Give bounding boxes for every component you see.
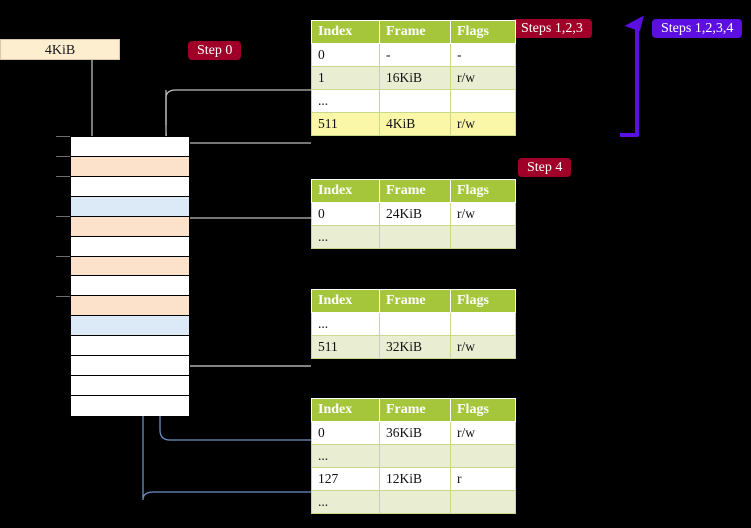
physical-memory-column (70, 136, 190, 416)
source-frame-label: 4KiB (44, 43, 76, 58)
column-header-flags: Flags (450, 179, 516, 203)
table-cell: - (450, 43, 516, 67)
table-cell (379, 225, 451, 249)
table-cell: 0 (311, 202, 380, 226)
badge-step-4-label: Step 4 (518, 158, 572, 177)
column-header-frame: Frame (379, 398, 451, 422)
table-cell (450, 312, 516, 336)
table-cell: ... (311, 312, 380, 336)
memory-frame-row (71, 196, 189, 217)
memory-frame-row (71, 376, 189, 396)
memory-frame-row (71, 316, 189, 337)
memory-frame-row (71, 216, 189, 237)
table-cell: ... (311, 444, 380, 468)
memory-frame-row (71, 296, 189, 317)
table-cell (379, 312, 451, 336)
memory-tick (56, 256, 70, 257)
table-cell: 24KiB (379, 202, 451, 226)
table-cell: 32KiB (379, 335, 451, 359)
table-row[interactable]: ... (311, 312, 516, 336)
table-row[interactable]: ... (311, 89, 516, 113)
table-cell: 12KiB (379, 467, 451, 491)
table-cell (450, 490, 516, 514)
badge-steps-123: Steps 1,2,3 (512, 19, 592, 38)
table-row[interactable]: ... (311, 490, 516, 514)
table-row[interactable]: ... (311, 225, 516, 249)
table-cell: 36KiB (379, 421, 451, 445)
memory-tick (56, 216, 70, 217)
memory-frame-row (71, 156, 189, 177)
column-header-index: Index (311, 289, 380, 313)
table-cell (450, 89, 516, 113)
memory-tick (56, 136, 70, 137)
memory-frame-row (71, 176, 189, 197)
badge-steps-123-label: Steps 1,2,3 (512, 19, 592, 38)
table-cell: - (379, 43, 451, 67)
table-row[interactable]: 0-- (311, 43, 516, 67)
column-header-frame: Frame (379, 289, 451, 313)
column-header-flags: Flags (450, 398, 516, 422)
table-cell: 511 (311, 112, 380, 136)
memory-frame-row (71, 356, 189, 377)
table-cell: 0 (311, 421, 380, 445)
memory-tick (56, 176, 70, 177)
table-cell: r/w (450, 335, 516, 359)
memory-frame-row (71, 256, 189, 277)
column-header-flags: Flags (450, 289, 516, 313)
badge-steps-1234: Steps 1,2,3,4 (652, 19, 743, 38)
memory-tick (56, 296, 70, 297)
badge-steps-1234-label: Steps 1,2,3,4 (652, 19, 743, 38)
memory-frame-row (71, 276, 189, 297)
table-cell: 0 (311, 43, 380, 67)
table-cell: 127 (311, 467, 380, 491)
table-cell (450, 225, 516, 249)
table-cell: ... (311, 89, 380, 113)
table-cell: 511 (311, 335, 380, 359)
badge-step-0-label: Step 0 (188, 41, 242, 60)
column-header-index: Index (311, 20, 380, 44)
table-cell: r/w (450, 112, 516, 136)
table-cell (379, 89, 451, 113)
table-cell (450, 444, 516, 468)
table-cell: 16KiB (379, 66, 451, 90)
memory-frame-row (71, 236, 189, 257)
table-row[interactable]: ... (311, 444, 516, 468)
table-cell: r (450, 467, 516, 491)
table-cell: r/w (450, 421, 516, 445)
column-header-flags: Flags (450, 20, 516, 44)
table-cell: ... (311, 225, 380, 249)
table-cell (379, 490, 451, 514)
table-cell: r/w (450, 66, 516, 90)
badge-step-4: Step 4 (518, 158, 572, 177)
column-header-frame: Frame (379, 20, 451, 44)
badge-step-0: Step 0 (188, 41, 242, 60)
source-frame-box: 4KiB (0, 39, 120, 60)
table-cell: 4KiB (379, 112, 451, 136)
table-cell: r/w (450, 202, 516, 226)
column-header-index: Index (311, 398, 380, 422)
table-cell (379, 444, 451, 468)
memory-frame-row (71, 137, 189, 157)
memory-frame-row (71, 336, 189, 357)
table-cell: 1 (311, 66, 380, 90)
column-header-index: Index (311, 179, 380, 203)
table-cell: ... (311, 490, 380, 514)
memory-tick (56, 156, 70, 157)
memory-frame-row (71, 395, 189, 416)
column-header-frame: Frame (379, 179, 451, 203)
